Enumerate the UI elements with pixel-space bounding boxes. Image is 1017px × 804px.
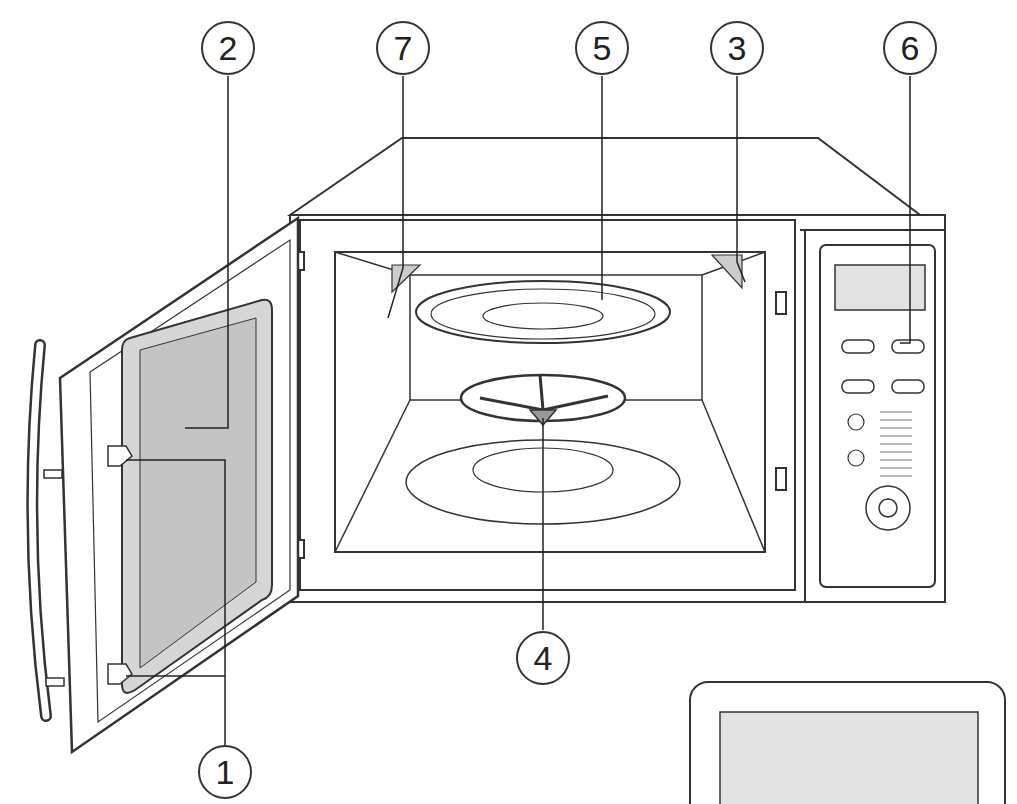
callout-number: 2 <box>201 21 255 75</box>
callout-number: 6 <box>883 21 937 75</box>
callout-number: 7 <box>376 21 430 75</box>
callout-number: 1 <box>198 745 252 799</box>
callout-number: 4 <box>516 631 570 685</box>
callout-number: 3 <box>710 21 764 75</box>
callout-number: 5 <box>575 21 629 75</box>
